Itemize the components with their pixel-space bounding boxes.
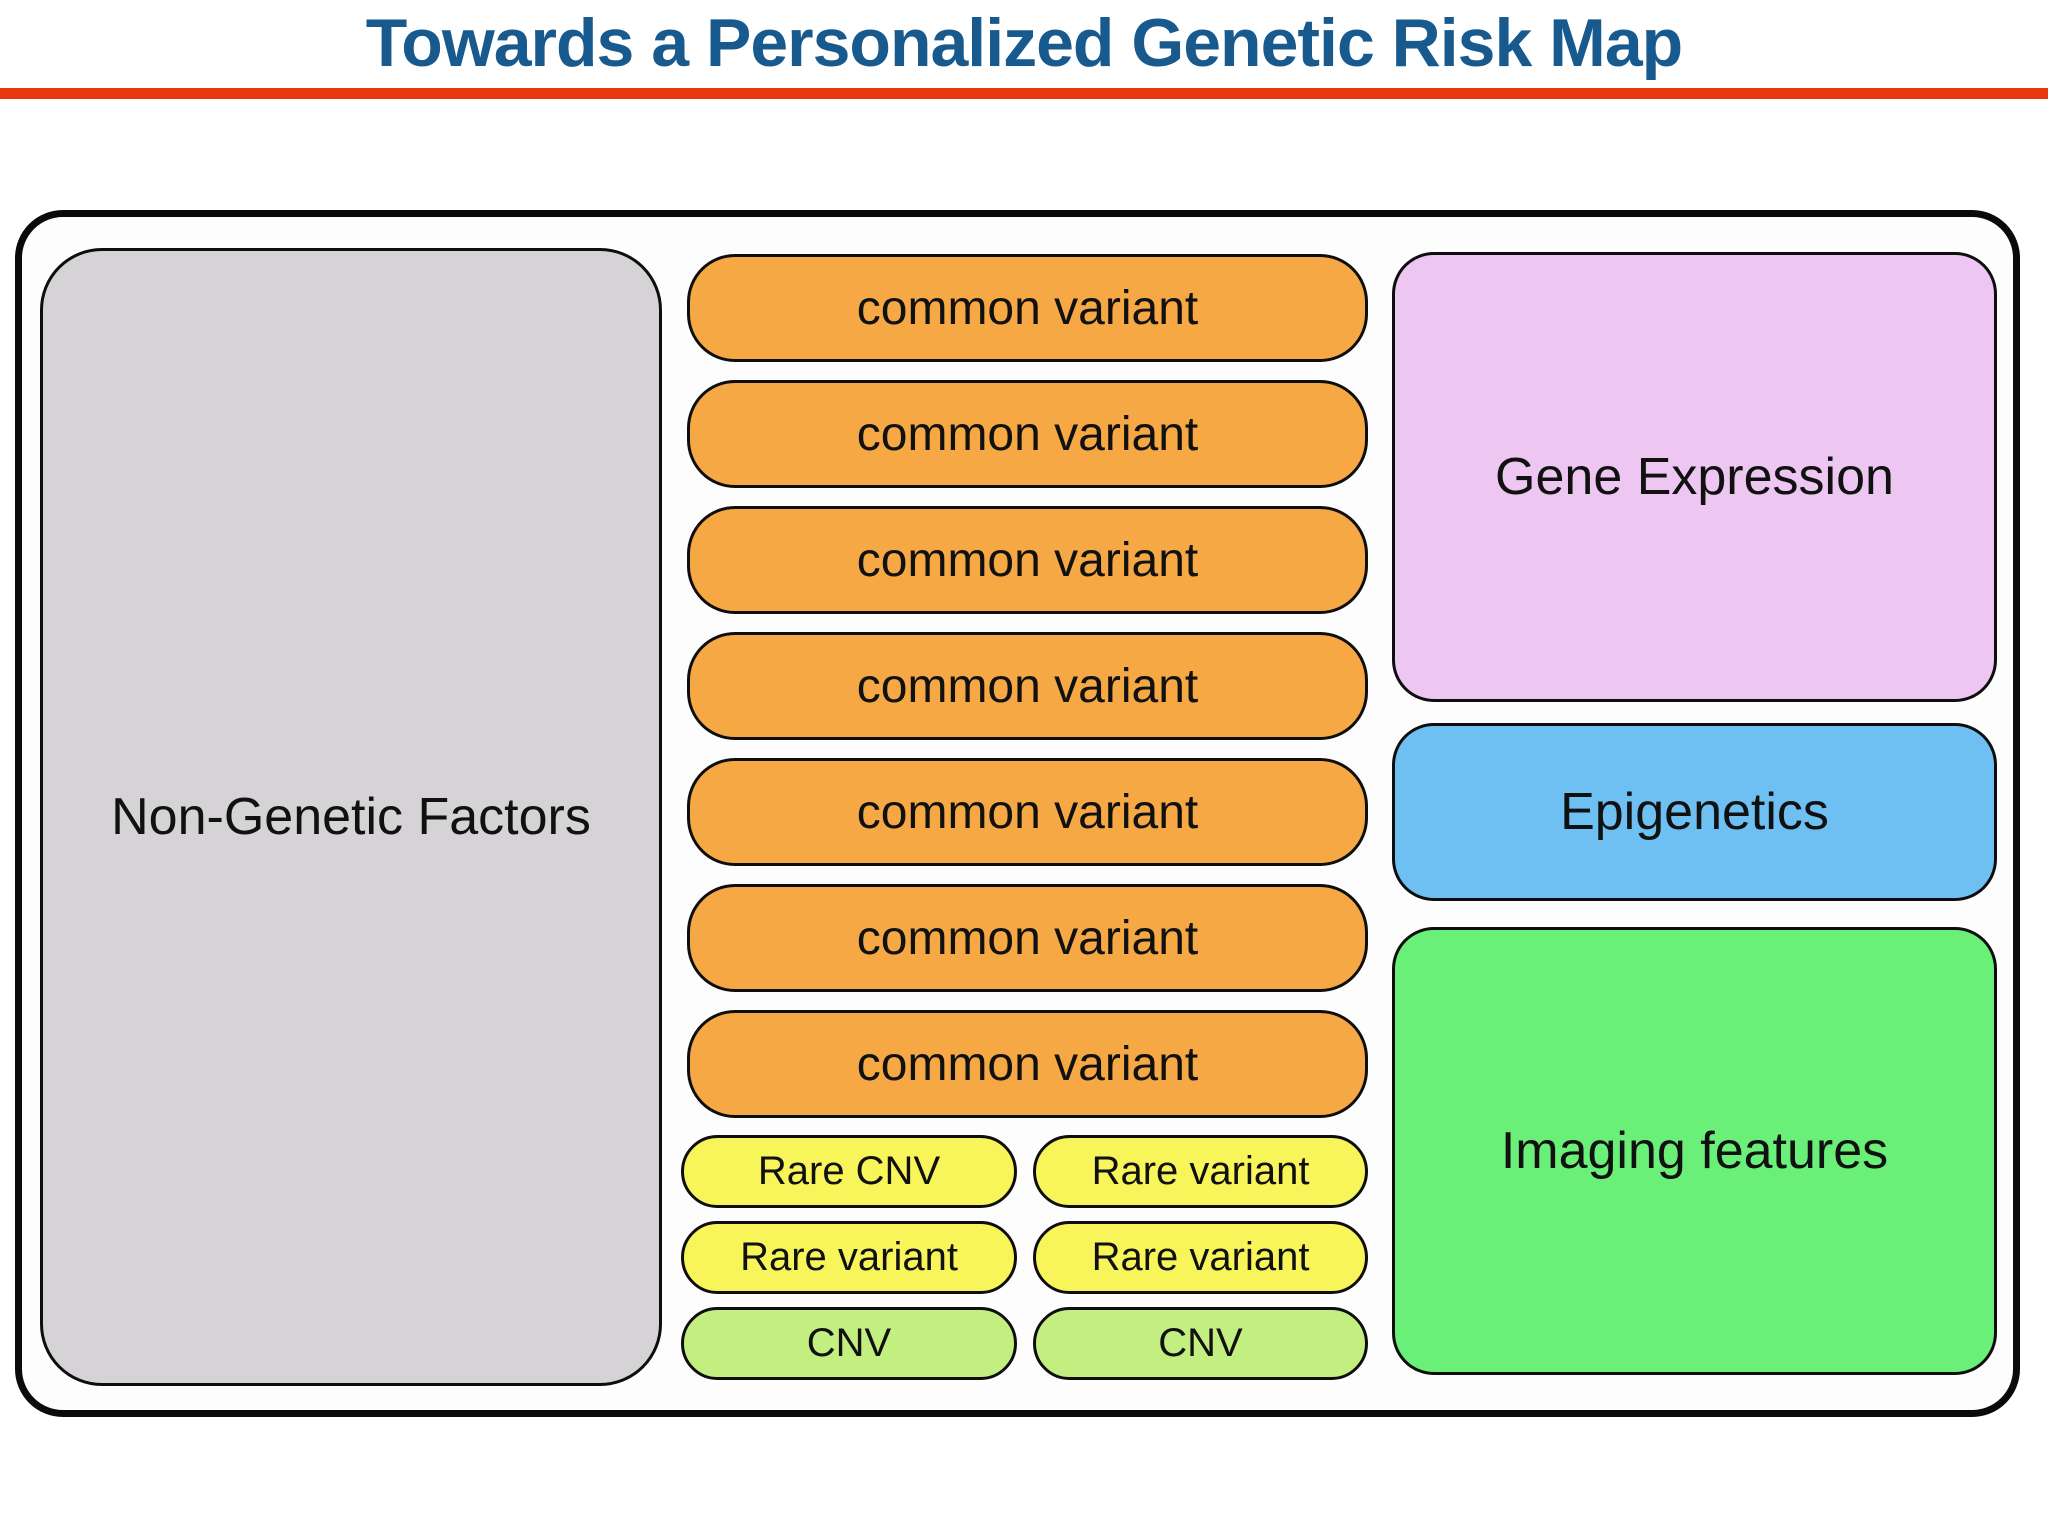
epigenetics-box: Epigenetics xyxy=(1392,723,1997,901)
rare-variant-label: Rare variant xyxy=(1091,1149,1310,1193)
common-variant-pill: common variant xyxy=(687,254,1368,362)
common-variant-label: common variant xyxy=(856,281,1199,335)
slide-title: Towards a Personalized Genetic Risk Map xyxy=(365,5,1683,81)
rare-variant-label: Rare variant xyxy=(740,1235,958,1279)
common-variant-label: common variant xyxy=(856,659,1199,713)
common-variant-pill: common variant xyxy=(687,506,1368,614)
non-genetic-factors-box: Non-Genetic Factors xyxy=(40,248,662,1386)
common-variant-pill: common variant xyxy=(687,884,1368,992)
common-variant-pill: common variant xyxy=(687,758,1368,866)
epigenetics-label: Epigenetics xyxy=(1560,783,1829,841)
rare-variant-pill: Rare variant xyxy=(681,1221,1017,1294)
cnv-label: CNV xyxy=(1158,1321,1243,1365)
cnv-pill: CNV xyxy=(1033,1307,1368,1380)
common-variant-label: common variant xyxy=(856,1037,1199,1091)
rare-cnv-label: Rare CNV xyxy=(757,1149,941,1193)
gene-expression-label: Gene Expression xyxy=(1495,448,1894,506)
rare-variant-label: Rare variant xyxy=(1091,1235,1310,1279)
cnv-pill: CNV xyxy=(681,1307,1017,1380)
common-variant-pill: common variant xyxy=(687,1010,1368,1118)
imaging-features-box: Imaging features xyxy=(1392,927,1997,1375)
rare-cnv-pill: Rare CNV xyxy=(681,1135,1017,1208)
rare-variant-pill: Rare variant xyxy=(1033,1221,1368,1294)
cnv-label: CNV xyxy=(806,1321,892,1365)
gene-expression-box: Gene Expression xyxy=(1392,252,1997,702)
rare-variant-pill: Rare variant xyxy=(1033,1135,1368,1208)
non-genetic-factors-label: Non-Genetic Factors xyxy=(111,788,591,846)
imaging-features-label: Imaging features xyxy=(1500,1122,1889,1180)
common-variant-pill: common variant xyxy=(687,632,1368,740)
common-variant-label: common variant xyxy=(856,407,1199,461)
common-variant-label: common variant xyxy=(856,785,1199,839)
title-underline xyxy=(0,88,2048,99)
common-variant-label: common variant xyxy=(856,911,1199,965)
common-variant-label: common variant xyxy=(856,533,1199,587)
common-variant-pill: common variant xyxy=(687,380,1368,488)
